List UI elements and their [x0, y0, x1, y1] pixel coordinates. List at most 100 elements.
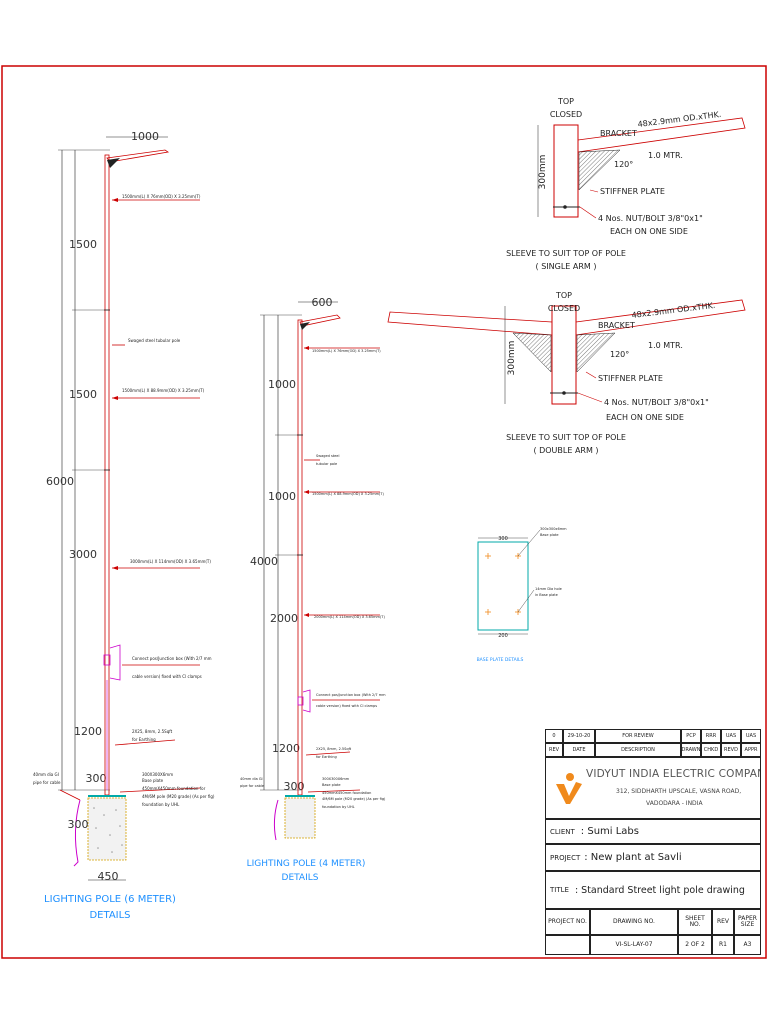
pole4-seg2-dim: 1000	[268, 490, 296, 503]
pole6-note-14: 40mm dia GI	[33, 772, 59, 777]
pole6-note-1: 1500mm(L) X 76mm(OD) X 3.25mm(T)	[122, 194, 201, 199]
pole4-note-14: foundation by UHL	[322, 805, 355, 809]
hdr-desc: DESCRIPTION	[595, 743, 681, 757]
pole6-note-10: Base plate	[142, 778, 164, 783]
company-logo-icon	[556, 773, 582, 804]
pole4-note-11: Base plate	[322, 783, 341, 787]
pole4-note-8: 2X25, 8mm, 2.5Sqft	[316, 747, 352, 751]
pole-4m-group: 4000 1000 1000 2000 1200 300 600	[240, 296, 386, 883]
pole6-base-dim: 1200	[74, 725, 102, 738]
double-bracket-left	[387, 311, 553, 336]
double-height: 300mm	[507, 341, 517, 376]
pole4-foundation	[284, 797, 316, 839]
client-label: CLIENT	[550, 827, 575, 836]
single-bolt: 4 Nos. NUT/BOLT 3/8"0x1"	[598, 214, 703, 223]
client-row: CLIENT : Sumi Labs	[545, 819, 761, 844]
footer-hdr-project-no: PROJECT NO.	[545, 909, 590, 935]
pole4-base2-dim: 300	[284, 780, 305, 793]
project-row: PROJECT : New plant at Savli	[545, 844, 761, 871]
pole6-note-5: Connect pos/Junction box (With 2/7 mm	[132, 656, 212, 661]
project-value: : New plant at Savli	[584, 852, 682, 863]
base-plate-group: 300 200 300x300x6mm Base plate 14mm Dia …	[477, 527, 568, 663]
hdr-revd: REVD	[721, 743, 741, 757]
double-caption-1: SLEEVE TO SUIT TOP OF POLE	[506, 433, 626, 442]
single-caption-2: ( SINGLE ARM )	[536, 262, 597, 271]
pole6-title-1: LIGHTING POLE (6 METER)	[44, 894, 176, 905]
pole4-note-6: Connect pos/Junction box (With 2/7 mm	[316, 693, 386, 697]
pole4-note-3: tubular pole	[316, 462, 337, 466]
rev-row-revd: UAS	[721, 729, 741, 743]
double-bracket-right	[575, 299, 746, 336]
single-angle: 120°	[614, 160, 633, 169]
double-bolt: 4 Nos. NUT/BOLT 3/8"0x1"	[604, 398, 709, 407]
double-stiffener: STIFFNER PLATE	[598, 374, 663, 383]
pole6-base2-dim: 300	[86, 772, 107, 785]
pole4-seg1-dim: 1000	[268, 378, 296, 391]
footer-val-paper-size: A3	[734, 935, 761, 955]
double-each: EACH ON ONE SIDE	[606, 413, 684, 422]
double-sleeve-body	[551, 305, 577, 405]
single-length: 1.0 MTR.	[648, 151, 683, 160]
double-caption-2: ( DOUBLE ARM )	[533, 446, 598, 455]
double-bracket-label: BRACKET	[598, 321, 635, 330]
single-sleeve-body	[553, 124, 579, 218]
pole4-base-dim: 1200	[272, 742, 300, 755]
pole4-arm-dim: 600	[312, 296, 333, 309]
pole4-note-7: cable version) fixed with Cl clamps	[316, 704, 377, 708]
baseplate-note-3: 14mm Dia hole	[535, 587, 562, 591]
footer-hdr-rev: REV	[712, 909, 734, 935]
single-bracket-label: BRACKET	[600, 129, 637, 138]
pole6-note-7: 2X25, 8mm, 2.5Sqft	[132, 729, 173, 734]
double-top: TOP	[555, 291, 572, 300]
pole6-note-6: cable version) fixed with Cl clamps	[132, 674, 202, 679]
pole4-note-10: 300X300X6mm	[322, 777, 350, 781]
pole4-note-5: 2000mm(L) X 114mm(OD) X 3.65mm(T)	[314, 615, 385, 619]
pole6-pit-width: 450	[98, 870, 119, 883]
company-name: VIDYUT INDIA ELECTRIC COMPANY	[586, 768, 761, 780]
hdr-date: DATE	[563, 743, 595, 757]
double-closed: CLOSED	[548, 304, 580, 313]
single-each: EACH ON ONE SIDE	[610, 227, 688, 236]
single-closed: CLOSED	[550, 110, 582, 119]
pole4-note-4: 1500mm(L) X 88.9mm(OD) X 3.25mm(T)	[312, 492, 385, 496]
single-stiffener: STIFFNER PLATE	[600, 187, 665, 196]
single-height: 300mm	[538, 155, 548, 190]
pole6-note-11: 450mmX450mm foundation for	[142, 786, 206, 791]
baseplate-caption: BASE PLATE DETAILS	[477, 657, 524, 663]
hdr-chkd: CHKD	[701, 743, 721, 757]
client-value: : Sumi Labs	[580, 826, 639, 837]
pole6-note-9: 300X300X6mm	[142, 772, 173, 777]
baseplate-note-4: in Base plate	[535, 593, 558, 597]
pole-6m-group: 6000 1500 1500 3000 1200 300 1000	[33, 130, 215, 921]
title-row: TITLE : Standard Street light pole drawi…	[545, 871, 761, 909]
pole6-note-12: 4M/6M pole (M20 grade) (As per fig)	[142, 794, 215, 799]
footer-hdr-sheet-no: SHEET NO.	[678, 909, 712, 935]
footer-val-rev: R1	[712, 935, 734, 955]
footer-val-sheet-no: 2 OF 2	[678, 935, 712, 955]
pole6-note-4: 3000mm(L) X 114mm(OD) X 3.65mm(T)	[130, 559, 211, 564]
rev-row-chkd: RRR	[701, 729, 721, 743]
pole6-note-13: foundation by UHL	[142, 802, 180, 807]
pole6-arm-dim: 1000	[131, 130, 159, 143]
baseplate-note-2: Base plate	[540, 533, 559, 537]
sleeve-single-group: TOP CLOSED BRACKET 48x2.9mm OD.xTHK. 1.0…	[506, 97, 746, 271]
hdr-drawn: DRAWN	[681, 743, 701, 757]
company-address-1: 312, SIDDHARTH UPSCALE, VASNA ROAD,	[616, 788, 742, 795]
pole4-note-1: 1500mm(L) X 76mm(OD) X 3.25mm(T)	[312, 349, 381, 353]
single-top: TOP	[557, 97, 574, 106]
rev-row-appr: UAS	[741, 729, 761, 743]
title-value: : Standard Street light pole drawing	[574, 884, 745, 896]
rev-row-drawn: PCP	[681, 729, 701, 743]
pole4-note-12: 450mmX450mm foundation	[322, 791, 371, 795]
footer-hdr-paper-size: PAPER SIZE	[734, 909, 761, 935]
hdr-appr: APPR	[741, 743, 761, 757]
rev-row-rev: 0	[545, 729, 563, 743]
pole6-total-dim: 6000	[46, 475, 74, 488]
project-label: PROJECT	[550, 853, 581, 862]
pole4-title-1: LIGHTING POLE (4 METER)	[247, 859, 366, 869]
hdr-rev: REV	[545, 743, 563, 757]
pole4-note-15: 40mm dia GI	[240, 777, 263, 781]
pole6-note-15: pipe for cable	[33, 780, 61, 785]
sleeve-double-group: TOP CLOSED BRACKET 48x2.9mm OD.xTHK. 1.0…	[387, 291, 746, 455]
